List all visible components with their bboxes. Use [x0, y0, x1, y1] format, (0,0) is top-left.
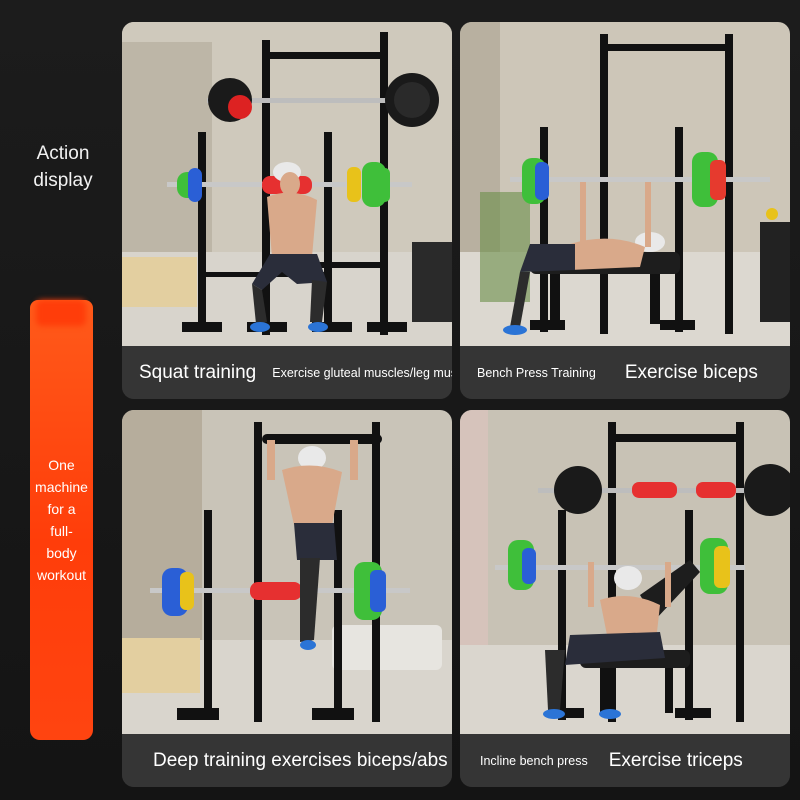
dumbbell-rack	[760, 208, 790, 322]
cabinet	[122, 638, 200, 693]
upper-barbell-icon	[538, 464, 790, 516]
power-rack-icon	[530, 34, 733, 334]
power-rack-icon	[548, 422, 744, 722]
bench-press-panel: Bench Press Training Exercise biceps	[460, 22, 790, 399]
tagline-line: workout	[36, 567, 86, 583]
caption-main: Exercise triceps	[608, 749, 743, 771]
squat-scene-photo	[122, 22, 452, 346]
section-title-line-2: display	[33, 170, 93, 191]
pull-up-panel: Deep training exercises biceps/abs	[122, 410, 452, 787]
incline-bench-panel: Incline bench press Exercise triceps	[460, 410, 790, 787]
athlete-figure-icon	[543, 562, 671, 719]
caption-sub: Incline bench press	[480, 753, 588, 768]
incline-bench-scene-photo	[460, 410, 790, 734]
barbell-icon	[495, 538, 745, 594]
athlete-figure-icon	[267, 440, 358, 650]
caption-main: Squat training	[139, 361, 257, 383]
tagline-line: for a	[47, 501, 76, 517]
athlete-figure-icon	[250, 162, 328, 332]
cabinet	[122, 257, 197, 307]
section-title-line-1: Action	[36, 143, 90, 164]
orange-tagline-banner: One machine for a full- body workout	[30, 300, 93, 740]
caption-main: Exercise biceps	[624, 361, 758, 383]
caption-bar: Deep training exercises biceps/abs	[122, 734, 452, 787]
tagline-text: One machine for a full- body workout	[35, 454, 88, 586]
tagline-line: machine	[35, 479, 88, 495]
caption-bar: Squat training Exercise gluteal muscles/…	[122, 346, 452, 399]
pull-up-bar	[262, 434, 382, 444]
bar-pad	[250, 582, 302, 600]
sofa	[332, 625, 442, 670]
barbell-icon	[510, 152, 770, 207]
tagline-line: full-	[50, 523, 73, 539]
barbell-icon	[150, 562, 410, 620]
tagline-line: body	[46, 545, 77, 561]
pull-up-scene-photo	[122, 410, 452, 734]
upper-barbell-icon	[207, 73, 439, 127]
tagline-line: One	[48, 457, 75, 473]
bench-press-scene-photo	[460, 22, 790, 346]
caption-sub: Exercise gluteal muscles/leg muscles	[272, 365, 452, 380]
squat-training-panel: Squat training Exercise gluteal muscles/…	[122, 22, 452, 399]
caption-bar: Bench Press Training Exercise biceps	[460, 346, 790, 399]
caption-sub: Bench Press Training	[477, 365, 596, 380]
section-title: Action display	[18, 140, 108, 194]
caption-main: Deep training exercises biceps/abs	[153, 749, 448, 771]
athlete-figure-icon	[503, 182, 665, 335]
caption-bar: Incline bench press Exercise triceps	[460, 734, 790, 787]
